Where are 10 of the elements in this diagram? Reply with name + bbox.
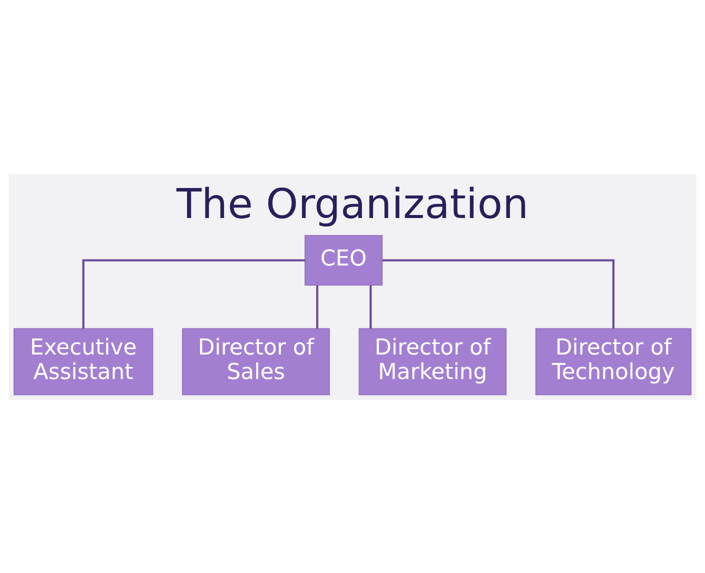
connector — [370, 284, 372, 328]
connector — [316, 284, 318, 328]
node-box: Director of Sales — [182, 328, 330, 395]
node-box: Director of Marketing — [358, 328, 507, 395]
node-box: CEO — [304, 234, 383, 286]
node-box: Executive Assistant — [14, 328, 154, 395]
connector — [382, 258, 615, 328]
connector — [82, 258, 306, 328]
node-box: Director of Technology — [535, 328, 692, 395]
diagram-title: The Organization — [176, 179, 529, 228]
